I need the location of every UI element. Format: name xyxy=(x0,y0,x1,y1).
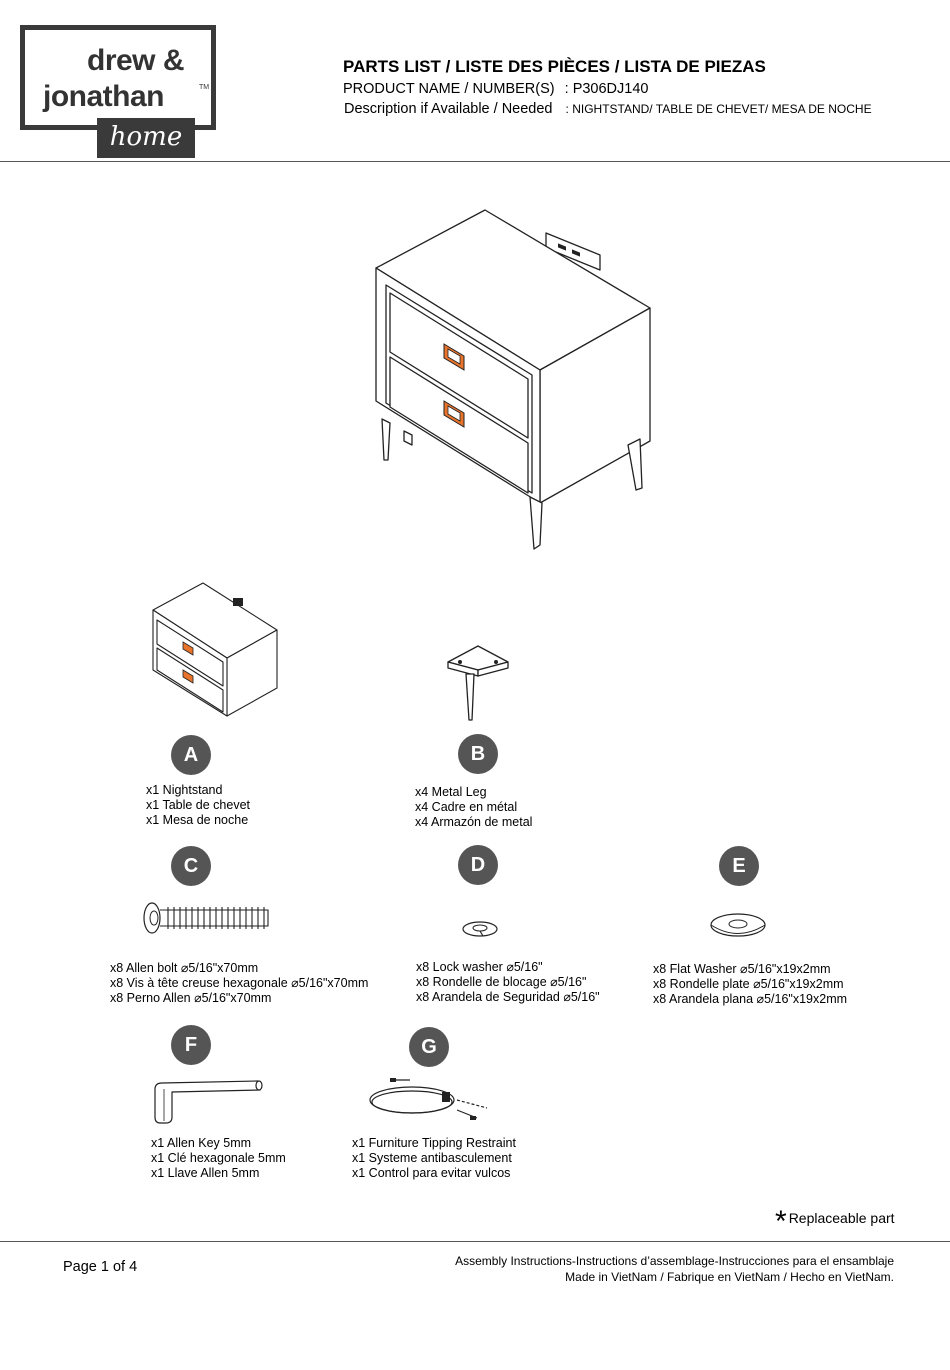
part-e-description: x8 Flat Washer ⌀5/16"x19x2mm x8 Rondelle… xyxy=(653,962,847,1007)
footer-divider xyxy=(0,1241,950,1242)
part-g-line: x1 Furniture Tipping Restraint xyxy=(352,1136,516,1150)
part-a-line: x1 Table de chevet xyxy=(146,798,251,812)
nightstand-part-illustration xyxy=(152,582,278,717)
part-e-line: x8 Flat Washer ⌀5/16"x19x2mm xyxy=(653,962,831,976)
badge-d: D xyxy=(458,845,498,885)
header-divider xyxy=(0,161,950,162)
part-f-line: x1 Llave Allen 5mm xyxy=(151,1166,260,1180)
part-a-line: x1 Mesa de noche xyxy=(146,813,249,827)
logo-trademark: TM xyxy=(199,84,210,91)
nightstand-illustration xyxy=(375,209,651,550)
description-line: Description if Available / Needed : NIGH… xyxy=(344,101,872,117)
badge-e: E xyxy=(719,846,759,886)
part-b-description: x4 Metal Leg x4 Cadre en métal x4 Armazó… xyxy=(415,785,532,830)
lock-washer-illustration xyxy=(462,921,498,937)
replaceable-part-label: Replaceable part xyxy=(788,1210,895,1226)
description-value: : NIGHTSTAND/ TABLE DE CHEVET/ MESA DE N… xyxy=(565,102,872,116)
page-title: PARTS LIST / LISTE DES PIÈCES / LISTA DE… xyxy=(343,57,766,76)
asterisk-icon: * xyxy=(775,1205,787,1238)
part-d-line: x8 Lock washer ⌀5/16" xyxy=(416,960,543,974)
part-e-line: x8 Arandela plana ⌀5/16"x19x2mm xyxy=(653,992,848,1006)
allen-bolt-illustration xyxy=(143,902,269,934)
part-b-line: x4 Armazón de metal xyxy=(415,815,533,829)
part-b-line: x4 Cadre en métal xyxy=(415,800,518,814)
footer-info: Assembly Instructions-Instructions d’ass… xyxy=(455,1253,894,1285)
part-b-line: x4 Metal Leg xyxy=(415,785,487,799)
footer-line-1: Assembly Instructions-Instructions d’ass… xyxy=(455,1254,894,1268)
drawer-handles xyxy=(443,343,465,428)
part-g-line: x1 Systeme antibasculement xyxy=(352,1151,512,1165)
replaceable-part-note: *Replaceable part xyxy=(775,1205,895,1239)
footer-line-2: Made in VietNam / Fabrique en VietNam / … xyxy=(565,1270,894,1284)
flat-washer-illustration xyxy=(710,913,766,937)
part-d-line: x8 Rondelle de blocage ⌀5/16" xyxy=(416,975,587,989)
part-a-line: x1 Nightstand xyxy=(146,783,223,797)
product-value: : P306DJ140 xyxy=(564,81,649,97)
part-f-line: x1 Allen Key 5mm xyxy=(151,1136,252,1150)
part-g-line: x1 Control para evitar vulcos xyxy=(352,1166,511,1180)
logo-line-1: drew & xyxy=(87,44,185,77)
part-g-description: x1 Furniture Tipping Restraint x1 System… xyxy=(352,1136,516,1181)
metal-leg-illustration xyxy=(447,645,509,721)
part-d-line: x8 Arandela de Seguridad ⌀5/16" xyxy=(416,990,600,1004)
badge-a: A xyxy=(171,735,211,775)
part-c-line: x8 Perno Allen ⌀5/16"x70mm xyxy=(110,991,272,1005)
badge-f: F xyxy=(171,1025,211,1065)
part-f-description: x1 Allen Key 5mm x1 Clé hexagonale 5mm x… xyxy=(151,1136,286,1181)
description-label: Description if Available / Needed xyxy=(344,101,553,117)
product-label: PRODUCT NAME / NUMBER(S) xyxy=(343,81,555,97)
part-c-line: x8 Allen bolt ⌀5/16"x70mm xyxy=(110,961,259,975)
part-d-description: x8 Lock washer ⌀5/16" x8 Rondelle de blo… xyxy=(416,960,600,1005)
product-line: PRODUCT NAME / NUMBER(S) : P306DJ140 xyxy=(343,81,648,97)
badge-c: C xyxy=(171,846,211,886)
page-number: Page 1 of 4 xyxy=(63,1259,138,1275)
brand-logo: drew & jonathan TM xyxy=(20,25,216,130)
badge-g: G xyxy=(409,1027,449,1067)
allen-key-illustration xyxy=(154,1080,263,1124)
part-c-description: x8 Allen bolt ⌀5/16"x70mm x8 Vis à tête … xyxy=(110,961,368,1006)
tipping-restraint-illustration xyxy=(369,1078,488,1120)
logo-line-2: jonathan xyxy=(43,80,165,113)
part-f-line: x1 Clé hexagonale 5mm xyxy=(151,1151,286,1165)
logo-home-tag: home xyxy=(97,118,195,158)
badge-b: B xyxy=(458,734,498,774)
part-c-line: x8 Vis à tête creuse hexagonale ⌀5/16"x7… xyxy=(110,976,369,990)
part-e-line: x8 Rondelle plate ⌀5/16"x19x2mm xyxy=(653,977,844,991)
part-a-description: x1 Nightstand x1 Table de chevet x1 Mesa… xyxy=(146,783,250,828)
